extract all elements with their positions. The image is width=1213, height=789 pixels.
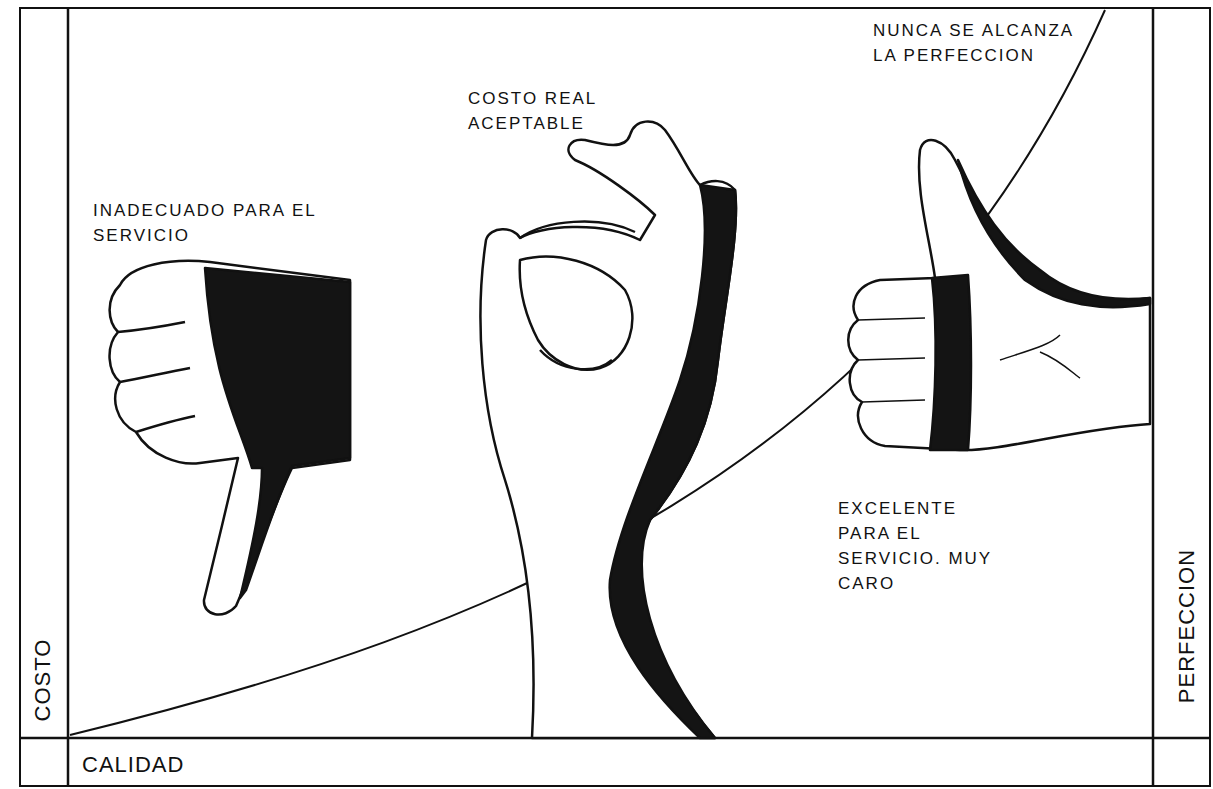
region-note: COSTO REAL ACEPTABLE — [468, 86, 638, 136]
axis-label: COSTO — [30, 639, 55, 722]
thumbs-down-hand — [110, 261, 350, 615]
region-note: INADECUADO PARA EL SERVICIO — [93, 198, 363, 248]
region-note: EXCELENTE PARA EL SERVICIO. MUY CARO — [838, 496, 1013, 596]
region-note: NUNCA SE ALCANZA LA PERFECCION — [873, 18, 1088, 68]
frame — [20, 8, 1210, 786]
ok-hand — [480, 122, 736, 738]
axis-label: CALIDAD — [82, 752, 184, 777]
thumbs-up-hand — [848, 140, 1150, 450]
axis-label: PERFECCION — [1174, 549, 1199, 703]
